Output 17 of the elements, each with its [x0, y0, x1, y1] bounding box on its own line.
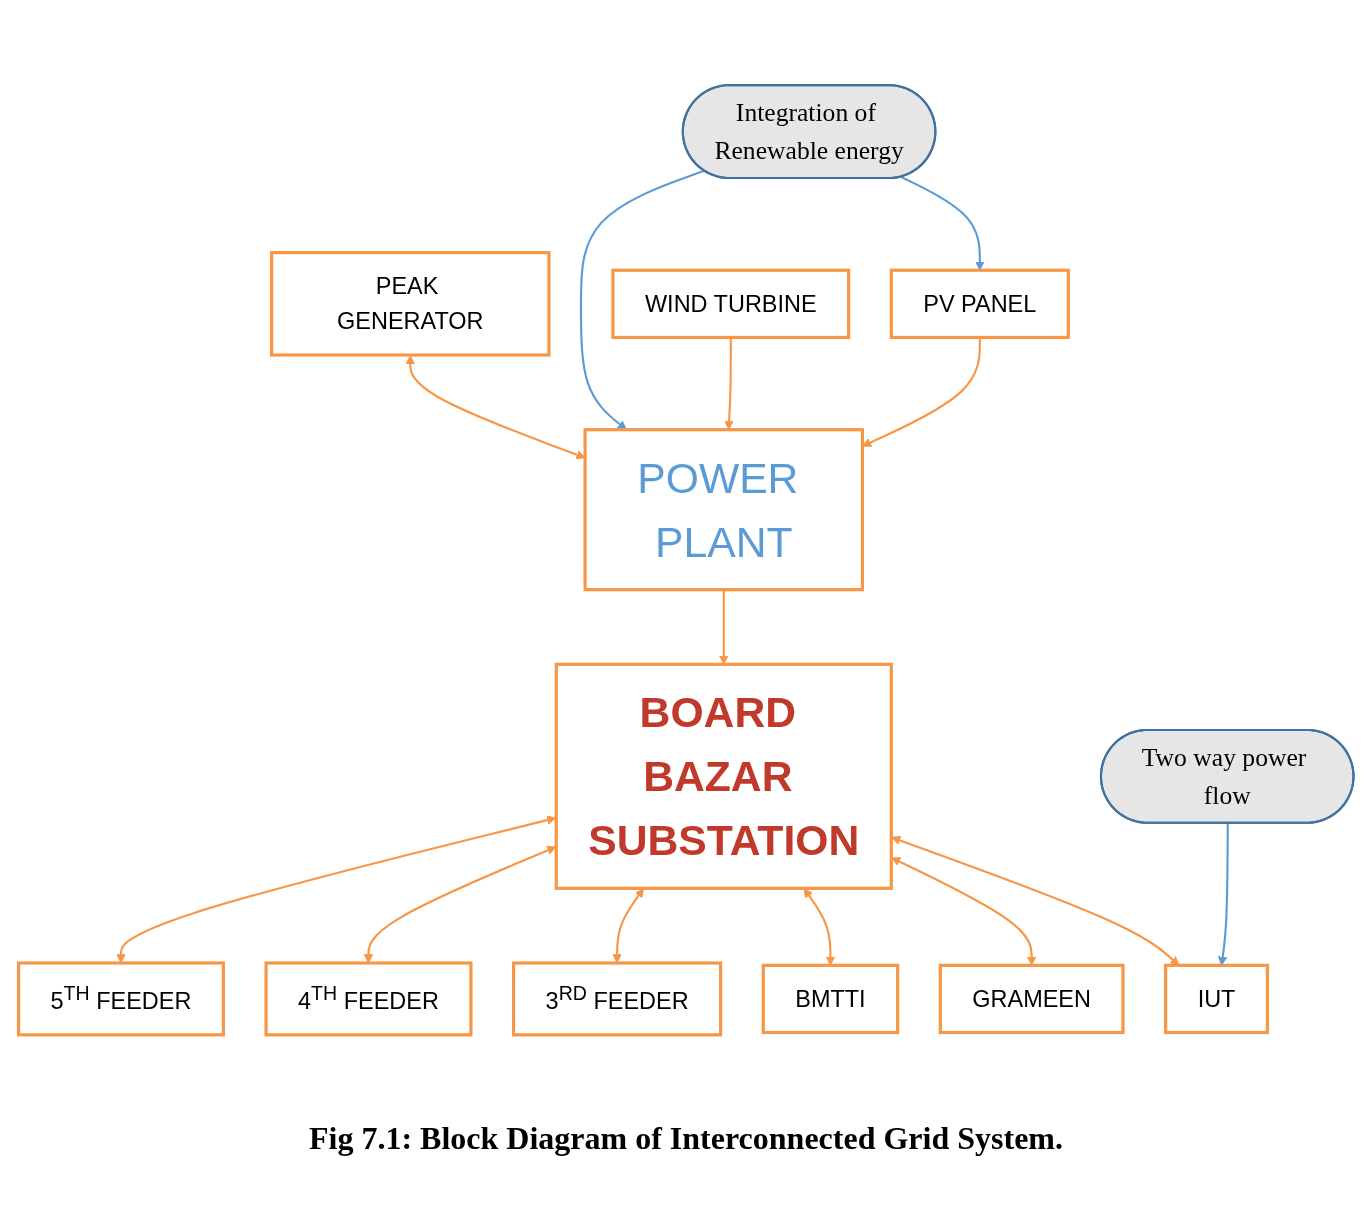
- figure-caption: Fig 7.1: Block Diagram of Interconnected Grid System.: [309, 1120, 1063, 1156]
- arrow: [803, 888, 836, 966]
- arrow: [900, 176, 985, 271]
- node-box: 3$^{RD}$ FEEDER: [511, 961, 723, 1037]
- node-box: BMTTI: [761, 963, 900, 1035]
- node-box: IUT: [1164, 963, 1270, 1035]
- node-box: 4$^{TH}$ FEEDER: [264, 961, 473, 1037]
- arrow: [1218, 823, 1229, 966]
- arrow: [612, 888, 644, 964]
- arrow: [719, 589, 729, 665]
- node-box: GRAMEEN: [938, 963, 1125, 1035]
- node-box: POWER PLANT: [583, 428, 865, 592]
- node-box: BOARD BAZAR SUBSTATION: [554, 662, 893, 890]
- node-box: PV PANEL: [889, 268, 1070, 340]
- node-box: 5$^{TH}$ FEEDER: [16, 961, 225, 1037]
- node-box: WIND TURBINE: [611, 268, 851, 340]
- node-box: PEAK GENERATOR: [270, 251, 551, 357]
